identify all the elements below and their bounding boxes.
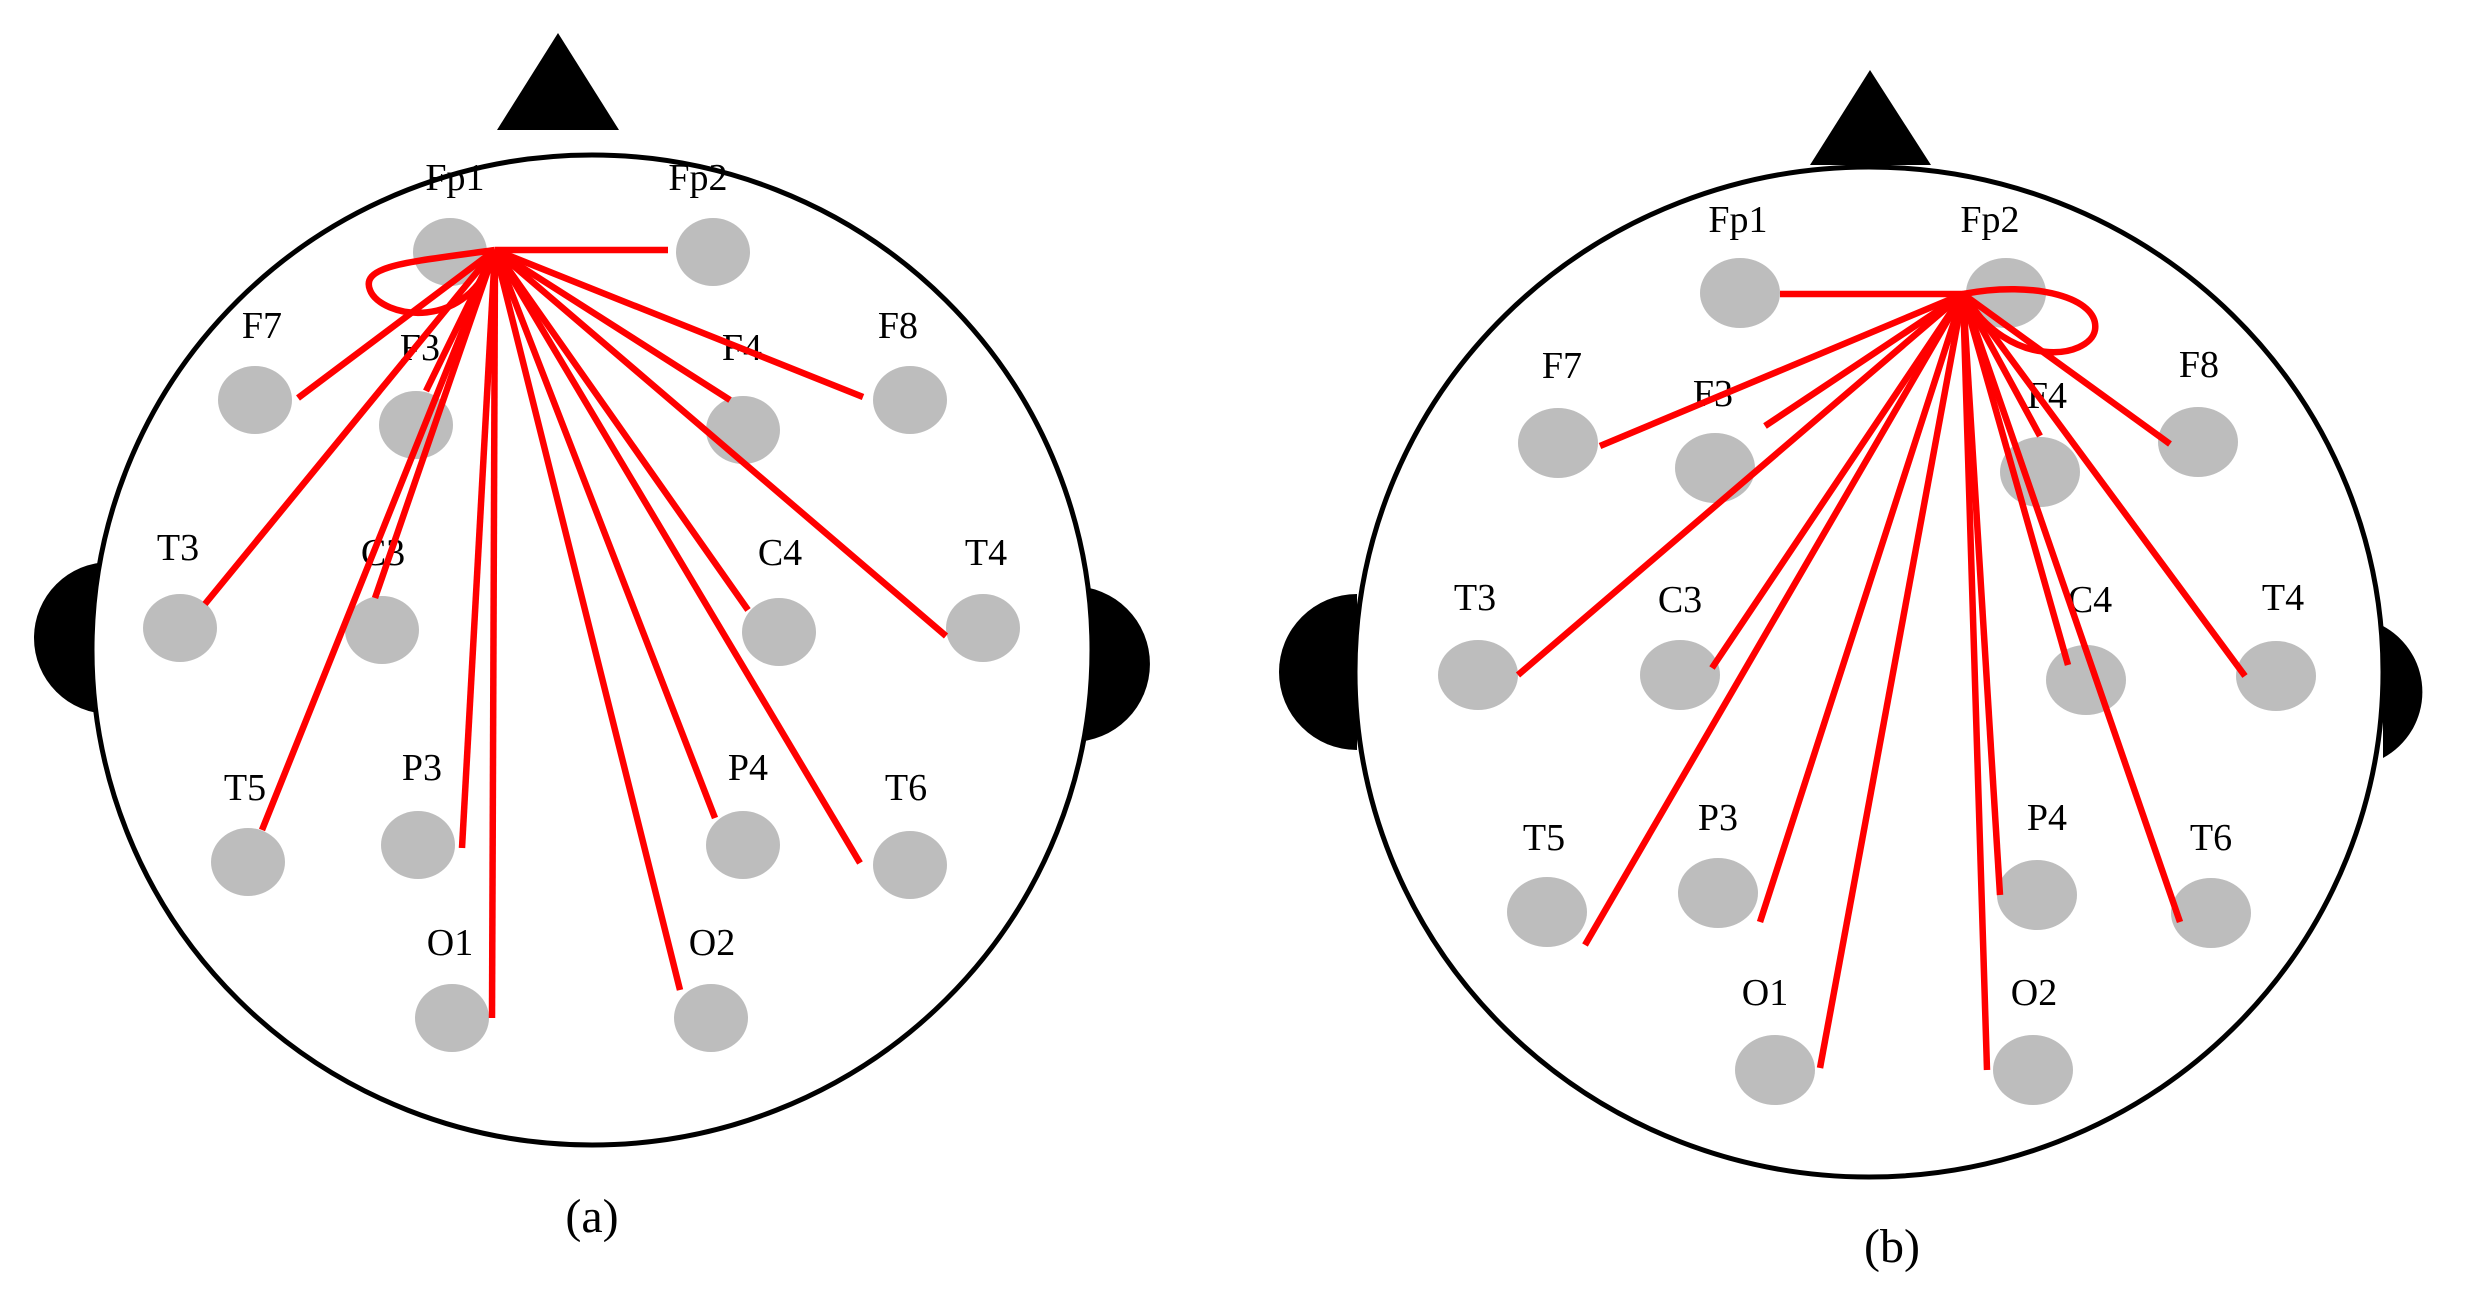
electrode-label-c4: C4	[758, 532, 802, 574]
nose-icon	[497, 33, 619, 130]
connection-fp1-o2	[491, 249, 684, 991]
electrode-label-f7: F7	[242, 305, 282, 347]
connection-fp1-t6	[492, 248, 863, 865]
electrode-t4	[946, 594, 1020, 662]
electrode-label-fp2: Fp2	[1960, 199, 2019, 241]
electrode-label-t6: T6	[2190, 817, 2232, 859]
panel-caption: (a)	[565, 1190, 618, 1243]
electrode-label-fp2: Fp2	[668, 157, 727, 199]
connection-fp1-f7	[296, 247, 497, 401]
connection-fp2-t6	[1959, 292, 2184, 924]
connection-fp2-f8	[1961, 291, 2172, 447]
electrode-p3	[1678, 858, 1758, 928]
self-loop-fp2	[1960, 285, 2099, 356]
electrode-label-fp1: Fp1	[425, 157, 484, 199]
electrode-f8	[873, 366, 947, 434]
panel-caption: (b)	[1864, 1220, 1920, 1273]
electrode-label-o2: O2	[2011, 972, 2057, 1014]
connection-fp2-o1	[1816, 293, 1967, 1069]
connection-fp2-f3	[1763, 291, 1965, 429]
electrodes-group	[143, 218, 1020, 1052]
electrode-t4	[2236, 641, 2316, 711]
connection-fp1-f8	[493, 246, 865, 401]
connections-group	[202, 246, 949, 1019]
electrode-fp2	[676, 218, 750, 286]
connection-fp1-o1	[488, 249, 499, 1019]
connection-fp1-p4	[491, 248, 719, 820]
electrode-label-t3: T3	[1454, 577, 1496, 619]
connection-fp2-f7	[1598, 291, 1965, 449]
electrode-f3	[1675, 433, 1755, 503]
connection-fp2-p3	[1756, 293, 1967, 923]
left-ear-icon	[1279, 594, 1357, 750]
connection-fp1-t3	[202, 247, 498, 607]
electrode-c3	[1640, 640, 1720, 710]
electrode-label-t4: T4	[965, 532, 1007, 574]
electrode-label-f8: F8	[2179, 344, 2219, 386]
electrode-t6	[873, 831, 947, 899]
connection-fp2-c4	[1959, 293, 2072, 666]
electrode-label-f7: F7	[1542, 345, 1582, 387]
electrode-label-p4: P4	[728, 747, 768, 789]
electrode-o1	[415, 984, 489, 1052]
electrode-t6	[2171, 878, 2251, 948]
electrode-o2	[1993, 1035, 2073, 1105]
electrode-p4	[1997, 860, 2077, 930]
nose-icon	[1810, 70, 1931, 165]
electrode-label-f8: F8	[878, 305, 918, 347]
electrode-t5	[211, 828, 285, 896]
connections-group	[1515, 285, 2248, 1071]
electrode-c4	[742, 598, 816, 666]
electrode-o1	[1735, 1035, 1815, 1105]
electrode-fp1	[1700, 258, 1780, 328]
electrode-label-t5: T5	[1523, 817, 1565, 859]
electrode-label-o2: O2	[689, 922, 735, 964]
electrode-label-t3: T3	[157, 527, 199, 569]
electrode-t5	[1507, 877, 1587, 947]
electrode-label-p3: P3	[402, 747, 442, 789]
electrode-label-t5: T5	[224, 767, 266, 809]
electrode-label-t4: T4	[2262, 577, 2304, 619]
electrode-f7	[1518, 408, 1598, 478]
connection-fp1-p3	[458, 249, 499, 849]
connection-fp1-t5	[258, 248, 499, 832]
electrode-label-t6: T6	[885, 767, 927, 809]
electrode-label-p3: P3	[1698, 797, 1738, 839]
connection-fp2-o2	[1959, 293, 1991, 1071]
connection-fp2-c3	[1709, 292, 1966, 670]
connection-fp2-t3	[1515, 291, 1966, 678]
connection-fp2-t5	[1582, 292, 1966, 947]
right-ear-icon	[2383, 626, 2423, 758]
electrode-label-o1: O1	[1742, 972, 1788, 1014]
electrode-f8	[2158, 407, 2238, 477]
electrode-p4	[706, 811, 780, 879]
connection-fp1-t4	[492, 247, 949, 639]
self-loop-fp1	[365, 246, 499, 317]
electrode-f7	[218, 366, 292, 434]
electrode-t3	[1438, 640, 1518, 710]
electrode-label-fp1: Fp1	[1708, 199, 1767, 241]
connection-fp1-f4	[493, 247, 732, 403]
electrode-label-o1: O1	[427, 922, 473, 964]
connection-fp2-f4	[1960, 292, 2043, 438]
electrode-c3	[345, 596, 419, 664]
electrode-t3	[143, 594, 217, 662]
electrode-p3	[381, 811, 455, 879]
electrode-label-p4: P4	[2027, 797, 2067, 839]
electrode-f4	[706, 396, 780, 464]
electrode-label-c3: C3	[1658, 579, 1702, 621]
electrode-o2	[674, 984, 748, 1052]
connection-fp2-t4	[1960, 292, 2248, 678]
connection-fp1-c4	[492, 248, 751, 612]
head-outline	[1352, 164, 2386, 1180]
